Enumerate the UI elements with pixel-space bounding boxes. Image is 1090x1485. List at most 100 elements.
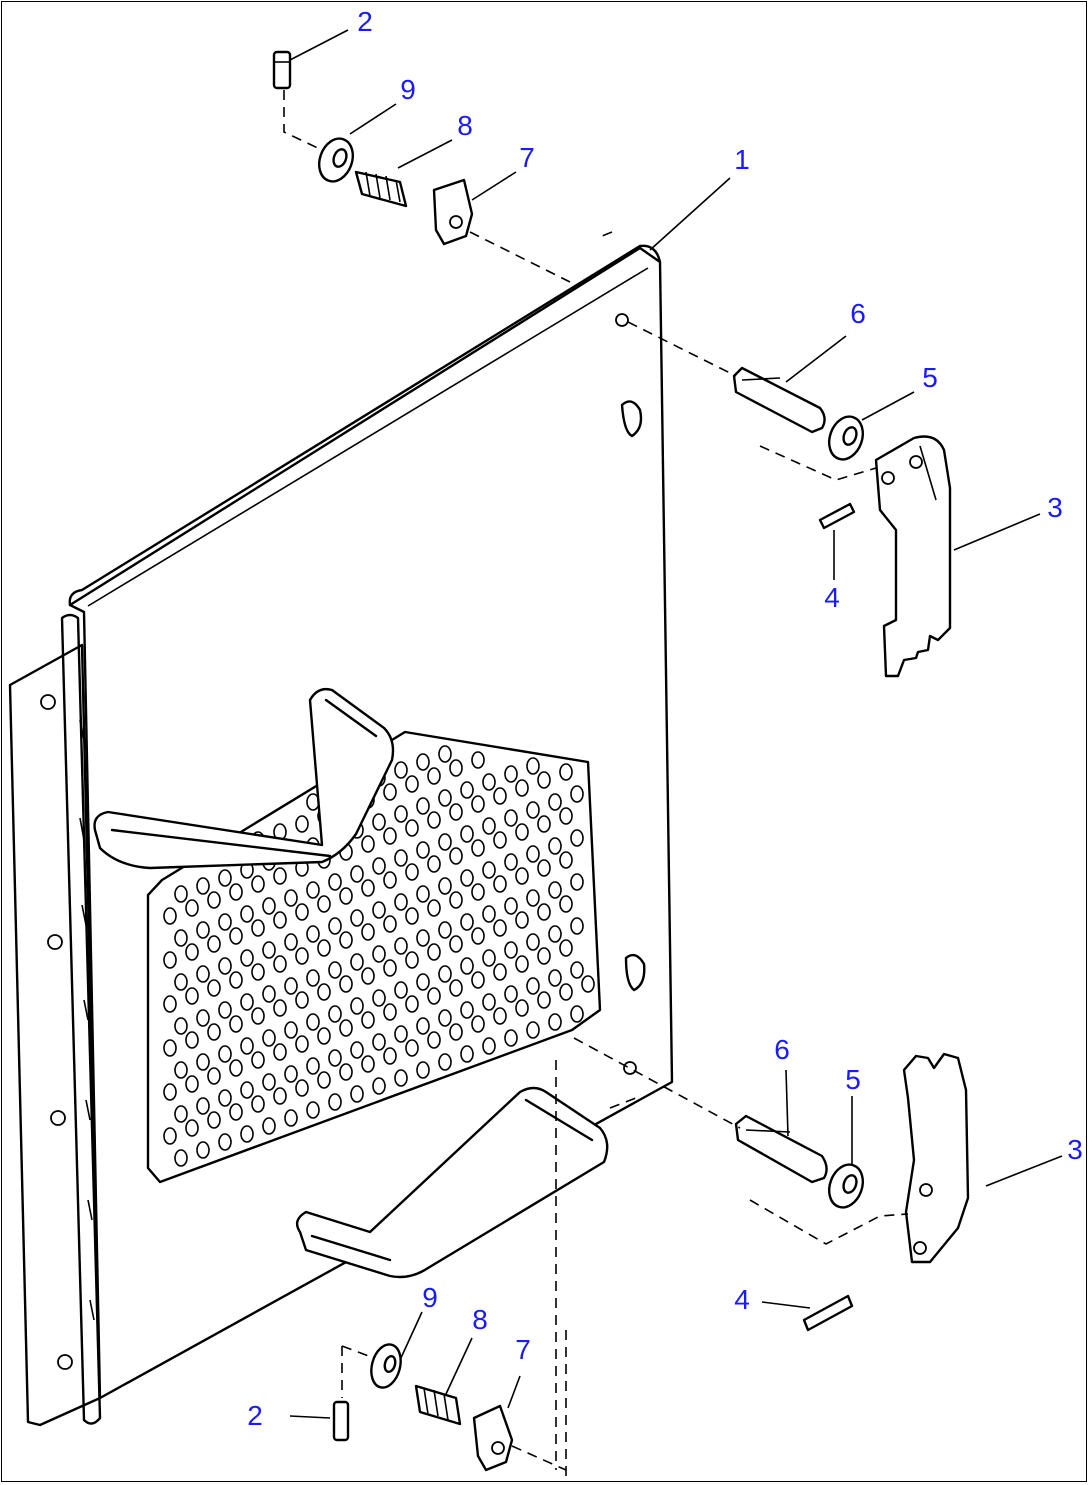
perforation-hole: [548, 969, 562, 987]
perforation-hole: [383, 1047, 397, 1065]
perforation-hole: [504, 1029, 518, 1047]
perforation-hole: [526, 845, 540, 863]
perforation-hole: [185, 1031, 199, 1049]
perforation-hole: [416, 1061, 430, 1079]
callout-4-bot: 4: [734, 1284, 750, 1315]
perforation-hole: [493, 963, 507, 981]
callout-9-bot: 9: [422, 1282, 438, 1313]
perforation-hole: [284, 977, 298, 995]
perforation-hole: [207, 935, 221, 953]
spring-8-bot: [414, 1384, 462, 1426]
perforation-hole: [185, 1119, 199, 1137]
perforation-hole: [361, 1055, 375, 1073]
perforation-hole: [570, 961, 584, 979]
callout-3-bot: 3: [1067, 1134, 1083, 1165]
perforation-hole: [207, 1111, 221, 1129]
latch-plate-7-top: [432, 178, 474, 246]
perforation-hole: [240, 1081, 254, 1099]
perforation-hole: [350, 997, 364, 1015]
perforation-hole: [339, 1019, 353, 1037]
cotter-4-top: [818, 502, 856, 530]
perforation-hole: [449, 759, 463, 777]
perforation-hole: [471, 1015, 485, 1033]
perforation-hole: [449, 935, 463, 953]
perforation-hole: [559, 807, 573, 825]
perforation-hole: [416, 929, 430, 947]
perforation-hole: [416, 1017, 430, 1035]
perforation-hole: [317, 939, 331, 957]
callout-6-top: 6: [850, 298, 866, 329]
perforation-hole: [482, 949, 496, 967]
perforation-hole: [196, 877, 210, 895]
perforation-hole: [251, 1051, 265, 1069]
washer-9-top: [317, 137, 355, 183]
perforation-hole: [207, 1067, 221, 1085]
callout-6-bot: 6: [774, 1034, 790, 1065]
perforation-hole: [240, 1037, 254, 1055]
perforation-hole: [218, 869, 232, 887]
perforation-hole: [251, 875, 265, 893]
perforation-hole: [240, 905, 254, 923]
perforation-hole: [284, 889, 298, 907]
perforation-hole: [570, 1005, 584, 1023]
perforation-hole: [317, 983, 331, 1001]
perforation-hole: [229, 927, 243, 945]
perforation-hole: [482, 773, 496, 791]
perforation-hole: [537, 771, 551, 789]
perforation-hole: [295, 991, 309, 1009]
perforation-hole: [240, 1125, 254, 1143]
perforation-hole: [339, 887, 353, 905]
washer-9-bot: [370, 1343, 402, 1389]
perforation-hole: [339, 1063, 353, 1081]
perforation-hole: [515, 911, 529, 929]
latch-plate-7-bot: [472, 1404, 514, 1472]
perforation-hole: [174, 1061, 188, 1079]
perforation-hole: [372, 901, 386, 919]
perforation-hole: [207, 1023, 221, 1041]
perforation-hole: [306, 969, 320, 987]
perforation-hole: [471, 839, 485, 857]
callout-7-bot: 7: [515, 1334, 531, 1365]
callout-2-top: 2: [357, 6, 373, 37]
perforation-hole: [218, 1001, 232, 1019]
perforation-hole: [460, 913, 474, 931]
perforation-hole: [185, 987, 199, 1005]
perforation-hole: [405, 1039, 419, 1057]
callout-7-top: 7: [519, 142, 535, 173]
spring-8-top: [354, 170, 408, 208]
perforation-hole: [394, 981, 408, 999]
perforation-hole: [383, 915, 397, 933]
perforation-hole: [526, 977, 540, 995]
perforation-hole: [251, 1095, 265, 1113]
perforation-hole: [295, 815, 309, 833]
perforation-hole: [581, 975, 595, 993]
perforation-hole: [306, 925, 320, 943]
perforation-hole: [504, 853, 518, 871]
perforation-hole: [295, 1035, 309, 1053]
nut-5-bot: [827, 1163, 865, 1209]
perforation-hole: [394, 849, 408, 867]
perforation-hole: [174, 885, 188, 903]
perforation-hole: [185, 1075, 199, 1093]
perforation-hole: [548, 837, 562, 855]
latch-3-top: [874, 435, 952, 678]
perforation-hole: [570, 873, 584, 891]
perforation-hole: [438, 1053, 452, 1071]
perforation-hole: [295, 947, 309, 965]
perforation-hole: [350, 909, 364, 927]
perforation-hole: [515, 867, 529, 885]
perforation-hole: [449, 891, 463, 909]
perforation-hole: [196, 1053, 210, 1071]
perforation-hole: [295, 903, 309, 921]
perforation-hole: [229, 1015, 243, 1033]
perforation-hole: [405, 907, 419, 925]
perforation-hole: [383, 871, 397, 889]
perforation-hole: [526, 1021, 540, 1039]
perforation-hole: [240, 949, 254, 967]
perforation-hole: [438, 833, 452, 851]
perforation-hole: [427, 1031, 441, 1049]
perforation-hole: [504, 985, 518, 1003]
perforation-hole: [328, 1093, 342, 1111]
